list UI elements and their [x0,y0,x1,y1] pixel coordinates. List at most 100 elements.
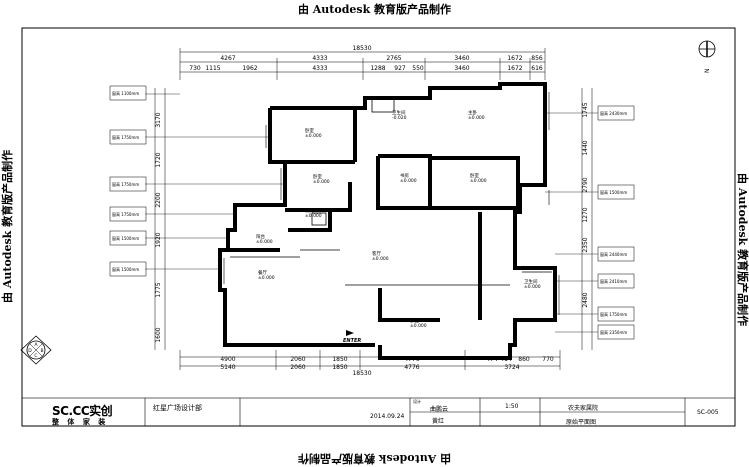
left-tag: 窗高 1500mm [112,266,139,272]
room-elev: ±0.000 [305,213,322,219]
left-dim: 3170 [155,112,162,127]
left-dim: 1920 [155,232,162,247]
tag-leaders [145,93,598,333]
designer-name: 曲鹏云 [430,406,449,413]
top-dim: 856 [531,55,543,62]
right-tag: 窗高 1500mm [600,189,627,195]
left-dim: 1600 [155,327,162,342]
drawing-number: SC-005 [697,409,719,416]
right-tag: 窗高 2430mm [600,110,627,116]
top-dim2: 616 [531,65,543,72]
dimension-texts: 18530 4267 4333 2765 3460 1672 856 730 1… [189,45,554,377]
room-name: 卧室 [305,127,314,134]
right-dim: 2350 [582,237,589,252]
bottom-dim: 1850 [332,356,347,363]
right-tag: 窗高 2410mm [600,278,627,284]
room-elev: ±0.000 [524,284,541,290]
room-elev: ±0.000 [470,178,487,184]
right-dim: 2790 [582,177,589,192]
view-index-icon [20,335,52,365]
drafter-name: 黄红 [432,418,445,425]
compass-letter: C [34,353,37,359]
bottom-dim: 4900 [220,356,235,363]
entry-arrow-icon [346,330,354,336]
right-tag: 窗高 1750mm [600,311,627,317]
left-dim: 1775 [155,282,162,297]
room-name: 书房 [400,172,409,179]
designer-label: 设计 [413,399,421,404]
room-elev: ±0.000 [305,133,322,139]
bottom-dim: 770 [542,356,554,363]
drawing-frame [21,27,736,427]
entry-marker: ENTER [343,330,361,344]
top-dimension-lines [179,48,546,80]
view-index-symbol: A B C D [20,335,52,365]
left-tag-boxes [109,85,147,277]
top-dim2: 3460 [454,65,469,72]
left-tag: 窗高 1750mm [112,211,139,217]
right-tag: 窗高 2440mm [600,251,627,257]
left-tag: 窗高 1750mm [112,134,139,140]
room-elev: ±0.000 [468,115,485,121]
room-name: 卧室 [470,172,479,179]
room-elev: ±0.000 [258,275,275,281]
top-dim2: 1672 [507,65,522,72]
left-dim: 2200 [155,192,162,207]
right-dimension-lines [581,88,593,350]
top-dim2: 730 [189,65,201,72]
bottom-dim2: 1850 [332,364,347,371]
room-name: 主卧 [468,109,477,116]
room-elev: ±0.000 [256,239,273,245]
inner-lines [230,97,552,286]
tag-texts: 窗高 1100mm 窗高 1750mm 窗高 1750mm 窗高 1750mm … [112,90,627,335]
room-name: 卧室 [313,173,322,180]
drawing-scale: 1:50 [505,403,519,410]
north-label: N [704,69,711,74]
top-dim: 2765 [386,55,401,62]
bottom-dim: 4776 [404,356,419,363]
right-dim: 1270 [582,207,589,222]
room-name: 餐厅 [258,269,267,276]
company-name: 红星广场设计部 [153,404,202,412]
right-tag: 窗高 2350mm [600,329,627,335]
room-elev: ±0.000 [313,179,330,185]
right-dim: 1440 [582,140,589,155]
bottom-dim2: 3724 [504,364,519,371]
company-logo-sub: 整 体 家 装 [52,418,109,426]
top-dim: 4333 [312,55,327,62]
title-block [21,397,736,427]
company-logo: SC.CC实创 [52,404,113,418]
top-dim: 3460 [454,55,469,62]
bottom-dim2: 5140 [220,364,235,371]
compass-letter: D [28,348,32,354]
drawing-date: 2014.09.24 [370,413,405,420]
bottom-dim: 474 [486,356,498,363]
top-dim2: 1288 [370,65,385,72]
bottom-dim2: 4776 [404,364,419,371]
room-name: 阳台 [256,233,265,240]
drawing-title: 原始平面图 [566,419,597,426]
entry-label: ENTER [343,338,361,344]
compass-letter: A [34,342,38,348]
top-dim: 1672 [507,55,522,62]
walls [218,82,557,360]
room-elev: ±0.000 [400,178,417,184]
room-name: 卫生间 [392,109,406,116]
top-dim2: 1115 [205,65,220,72]
room-elev: -0.020 [392,115,407,121]
bottom-dim: 860 [518,356,530,363]
room-name: 卫生间 [524,278,538,285]
room-name: 厨房 [305,207,314,214]
left-tag: 窗高 1500mm [112,235,139,241]
left-dim: 1720 [155,152,162,167]
bottom-dim2: 2060 [290,364,305,371]
top-dim2: 927 [394,65,406,72]
room-elev: ±0.000 [410,323,427,329]
total-dim-top: 18530 [352,45,371,52]
top-dim: 4267 [220,55,235,62]
bottom-dim: 2060 [290,356,305,363]
total-dim-bottom: 18530 [352,370,371,377]
north-arrow: N [698,40,716,74]
room-labels: 卧室 ±0.000 卫生间 -0.020 主卧 ±0.000 书房 ±0.000… [256,109,541,329]
